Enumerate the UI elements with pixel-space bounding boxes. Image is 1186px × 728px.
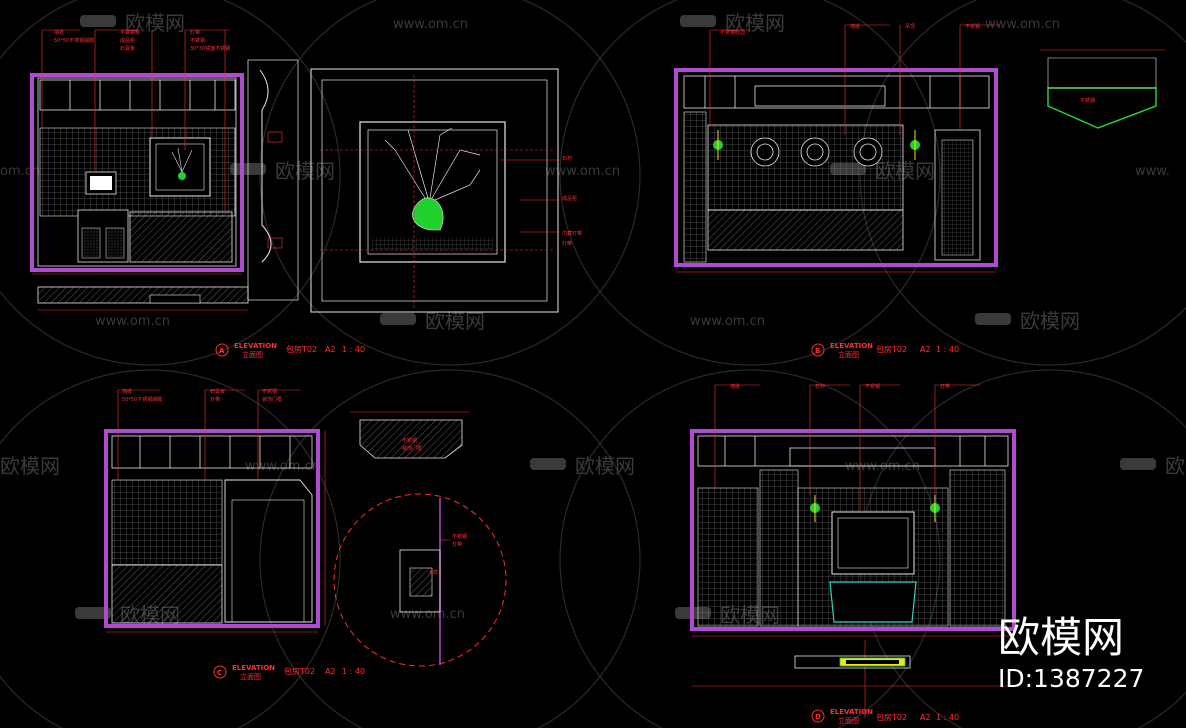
annotation: 灯带 (210, 396, 220, 403)
room-label: 包房T02 (876, 712, 907, 722)
annotation: 50*50不锈钢踢脚 (54, 37, 94, 44)
annotation: 大样 (428, 569, 438, 576)
annotation: 墙纸 (730, 383, 740, 390)
sheet-label: A2 (325, 667, 336, 676)
annotation: 石膏板 (210, 388, 225, 395)
annotation: 墙纸 (54, 29, 64, 36)
scale-label: 1 : 40 (342, 345, 365, 354)
watermark-brand: 欧模网 (0, 454, 60, 478)
annotation: 石材 (815, 383, 825, 390)
annotation: 成品柜 (120, 37, 135, 44)
room-label: 包房T02 (876, 344, 907, 354)
annotation: 灯带 (190, 29, 200, 36)
watermark-site: www.om.cn (845, 459, 920, 474)
annotation: 50*50不锈钢踢脚 (122, 396, 162, 403)
annotation: 不锈钢 (190, 37, 205, 44)
watermark-site: www.om.cn (690, 314, 765, 329)
scale-label: 1 : 40 (342, 667, 365, 676)
watermark-site: www.om.cn (545, 164, 620, 179)
elevation-cn: 立面图 (242, 350, 263, 359)
annotation: 不锈钢 (402, 437, 417, 444)
ceiling-detail: 石材 成品柜 内藏灯带 灯带 (310, 68, 582, 313)
watermark-brand: 欧模网 (1020, 309, 1080, 333)
watermark-brand: 欧模网 (725, 11, 785, 35)
annotation: 石膏板 (120, 45, 135, 52)
elevation-label: ELEVATION (830, 708, 873, 716)
annotation: 不锈钢 (965, 23, 980, 30)
annotation: 装饰门框 (402, 445, 422, 452)
watermark-brand: 欧模网 (425, 309, 485, 333)
watermark-site: om.cn (0, 164, 40, 179)
annotation: 石材 (562, 155, 572, 162)
annotation: 不锈钢条 (120, 29, 140, 36)
scale-label: 1 : 40 (936, 345, 959, 354)
view-letter: D (815, 713, 821, 721)
annotation: 墙纸 (122, 388, 132, 395)
sheet-label: A2 (920, 713, 931, 722)
elevation-view-d: 墙纸 石材 不锈钢 灯带 D ELEVATION 立面图 包房T02 A2 1 … (690, 383, 1016, 725)
annotation: 不锈钢 (865, 383, 880, 390)
elevation-label: ELEVATION (234, 342, 277, 350)
watermark-site: www.om.cn (390, 607, 465, 622)
watermark-brand: 欧模网 (1165, 454, 1186, 478)
annotation: 灯带 (562, 240, 572, 247)
room-label: 包房T02 (286, 344, 317, 354)
annotation: 灯带 (452, 541, 462, 548)
annotation: 不锈钢 (1080, 97, 1095, 104)
elevation-cn: 立面图 (240, 672, 261, 681)
annotation: 不锈钢 (452, 533, 467, 540)
annotation: 吊顶 (905, 24, 915, 30)
watermark-site: www. (1135, 164, 1170, 179)
elevation-view-c: 墙纸 50*50不锈钢踢脚 石膏板 灯带 不锈钢 装饰门框 不锈钢 装饰门框 不… (104, 388, 507, 681)
view-letter: A (219, 347, 225, 355)
elevation-cn: 立面图 (838, 716, 859, 725)
elevation-label: ELEVATION (830, 342, 873, 350)
annotation: 内藏灯带 (562, 230, 582, 237)
watermark-site: www.om.cn (985, 17, 1060, 32)
watermark-site: www.om.cn (393, 17, 468, 32)
elevation-view-b: 不锈钢收边 墙纸 吊顶 不锈钢 不锈钢 B ELEVATION 立面图 包房T0… (674, 23, 1165, 359)
brand-id: ID:1387227 (998, 664, 1144, 693)
annotation: 30*30镜面不锈钢 (190, 45, 230, 52)
watermark-site: www.om.cn (245, 459, 320, 474)
elevation-label: ELEVATION (232, 664, 275, 672)
annotation: 灯带 (940, 383, 950, 390)
scale-label: 1 : 40 (936, 713, 959, 722)
brand-name: 欧模网 (998, 613, 1124, 662)
room-label: 包房T02 (284, 666, 315, 676)
watermark-site: www.om.cn (95, 314, 170, 329)
elevation-view-a: 墙纸 50*50不锈钢踢脚 不锈钢条 成品柜 石膏板 灯带 不锈钢 30*30镜… (30, 29, 365, 359)
view-letter: C (217, 669, 222, 677)
annotation: 成品柜 (562, 195, 577, 202)
annotation: 不锈钢 (262, 388, 277, 395)
sheet-label: A2 (325, 345, 336, 354)
annotation: 墙纸 (850, 23, 860, 30)
annotation: 不锈钢收边 (720, 29, 745, 36)
view-letter: B (815, 347, 820, 355)
elevation-cn: 立面图 (838, 350, 859, 359)
annotation: 装饰门框 (262, 396, 282, 403)
sheet-label: A2 (920, 345, 931, 354)
watermark-brand: 欧模网 (575, 454, 635, 478)
watermark-brand: 欧模网 (275, 159, 335, 183)
watermark-brand: 欧模网 (125, 11, 185, 35)
brand-stamp: 欧模网 ID:1387227 (998, 613, 1144, 693)
